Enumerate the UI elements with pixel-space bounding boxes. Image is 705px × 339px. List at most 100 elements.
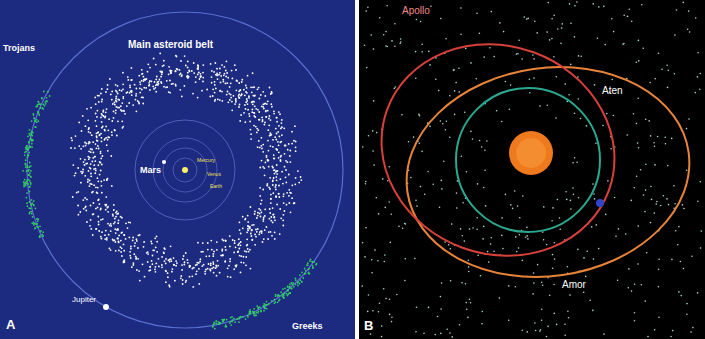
asteroid-dot [234, 242, 236, 244]
asteroid-dot [212, 95, 214, 97]
asteroid-dot [105, 137, 107, 139]
asteroid-dot [207, 242, 209, 244]
asteroid-dot [258, 119, 260, 121]
asteroid-dot [277, 294, 279, 296]
label: Trojans [3, 44, 35, 53]
asteroid-dot [515, 236, 517, 238]
asteroid-dot [568, 94, 570, 96]
asteroid-dot [250, 233, 252, 235]
asteroid-dot [245, 85, 247, 87]
asteroid-dot [174, 280, 176, 282]
asteroid-dot [222, 255, 224, 257]
asteroid-dot [134, 84, 136, 86]
asteroid-dot [516, 251, 518, 253]
asteroid-dot [29, 180, 31, 182]
asteroid-dot [29, 162, 31, 164]
asteroid-dot [91, 192, 93, 194]
asteroid-dot [140, 83, 142, 85]
asteroid-dot [238, 248, 240, 250]
asteroid-dot [229, 322, 231, 324]
asteroid-dot [230, 82, 232, 84]
asteroid-dot [25, 185, 27, 187]
asteroid-dot [205, 255, 207, 257]
asteroid-dot [165, 263, 167, 265]
asteroid-dot [454, 114, 456, 116]
asteroid-dot [93, 213, 95, 215]
asteroid-dot [697, 76, 699, 78]
asteroid-dot [98, 164, 100, 166]
asteroid-dot [101, 88, 103, 90]
asteroid-dot [274, 232, 276, 234]
asteroid-dot [88, 143, 90, 145]
asteroid-dot [278, 196, 280, 198]
asteroid-dot [372, 130, 374, 132]
asteroid-dot [234, 321, 236, 323]
asteroid-dot [239, 317, 241, 319]
asteroid-dot [279, 113, 281, 115]
asteroid-dot [94, 156, 96, 158]
asteroid-dot [231, 321, 233, 323]
amor-orbit [393, 49, 703, 295]
asteroid-dot [257, 215, 259, 217]
asteroid-dot [87, 179, 89, 181]
asteroid-dot [262, 166, 264, 168]
asteroid-dot [453, 69, 455, 71]
asteroid-dot [479, 140, 481, 142]
asteroid-dot [567, 311, 569, 313]
asteroid-dot [564, 83, 566, 85]
asteroid-dot [263, 303, 265, 305]
asteroid-dot [258, 233, 260, 235]
asteroid-dot [261, 232, 263, 234]
asteroid-dot [166, 80, 168, 82]
asteroid-dot [301, 281, 303, 283]
asteroid-dot [205, 269, 207, 271]
asteroid-dot [221, 91, 223, 93]
asteroid-dot [252, 72, 254, 74]
asteroid-dot [240, 316, 242, 318]
asteroid-dot [38, 112, 40, 114]
asteroid-dot [283, 202, 285, 204]
asteroid-dot [517, 53, 519, 55]
asteroid-dot [287, 286, 289, 288]
asteroid-dot [265, 162, 267, 164]
asteroid-dot [29, 134, 31, 136]
asteroid-dot [31, 135, 33, 137]
asteroid-dot [658, 258, 660, 260]
asteroid-dot [229, 99, 231, 101]
asteroid-dot [212, 261, 214, 263]
asteroid-dot [137, 247, 139, 249]
asteroid-dot [264, 122, 266, 124]
asteroid-dot [237, 318, 239, 320]
asteroid-dot [199, 261, 201, 263]
asteroid-dot [96, 191, 98, 193]
asteroid-dot [455, 82, 457, 84]
asteroid-dot [181, 269, 183, 271]
asteroid-dot [316, 263, 318, 265]
asteroid-dot [179, 74, 181, 76]
mars-orbit [135, 120, 235, 220]
asteroid-dot [688, 10, 690, 12]
asteroid-dot [270, 132, 272, 134]
asteroid-dot [108, 234, 110, 236]
asteroid-dot [592, 183, 594, 185]
asteroid-dot [156, 241, 158, 243]
asteroid-dot [122, 72, 124, 74]
asteroid-dot [118, 241, 120, 243]
asteroid-dot [556, 324, 558, 326]
asteroid-dot [396, 294, 398, 296]
asteroid-dot [270, 216, 272, 218]
asteroid-dot [219, 272, 221, 274]
asteroid-dot [312, 267, 314, 269]
asteroid-dot [149, 84, 151, 86]
asteroid-dot [269, 115, 271, 117]
asteroid-dot [155, 84, 157, 86]
asteroid-dot [262, 103, 264, 105]
asteroid-dot [260, 145, 262, 147]
asteroid-dot [254, 213, 256, 215]
asteroid-dot [456, 192, 458, 194]
asteroid-dot [574, 36, 576, 38]
asteroid-dot [477, 183, 479, 185]
asteroid-dot [231, 70, 233, 72]
asteroid-dot [287, 293, 289, 295]
asteroid-dot [416, 19, 418, 21]
